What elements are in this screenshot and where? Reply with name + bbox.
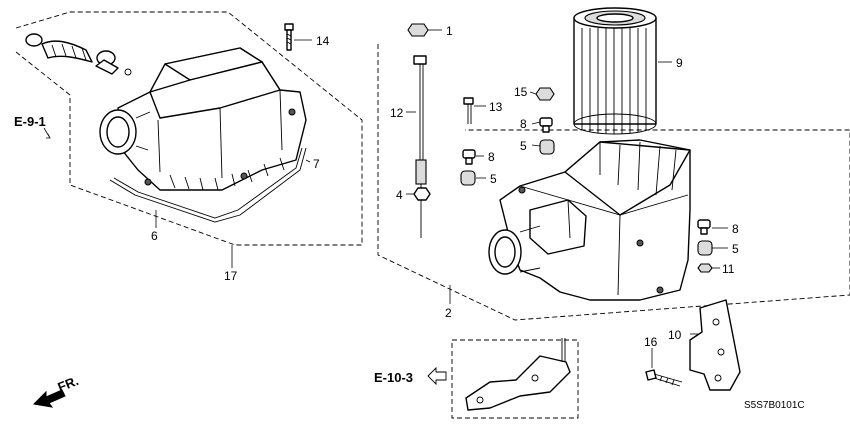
housing-seal[interactable] bbox=[109, 108, 307, 223]
callout-4: 4 bbox=[396, 188, 403, 202]
grommet-8-right[interactable] bbox=[697, 219, 711, 235]
callout-16: 16 bbox=[644, 335, 658, 349]
reference-e-9-1[interactable]: E-9-1 bbox=[14, 114, 46, 129]
callout-12: 12 bbox=[390, 106, 404, 120]
left-leaders bbox=[155, 39, 312, 268]
sub-bracket[interactable] bbox=[465, 338, 571, 411]
front-direction-arrow bbox=[32, 389, 66, 408]
callout-15: 15 bbox=[514, 85, 528, 99]
lower-housing[interactable] bbox=[488, 139, 691, 301]
callout-8-right: 8 bbox=[732, 222, 739, 236]
callout-6: 6 bbox=[151, 229, 158, 243]
callout-13: 13 bbox=[489, 100, 503, 114]
left-group-boundary bbox=[15, 11, 363, 246]
callout-5-right: 5 bbox=[732, 242, 739, 256]
bolt-13[interactable] bbox=[463, 97, 474, 124]
callout-10: 10 bbox=[668, 328, 682, 342]
callout-8-upper: 8 bbox=[520, 117, 527, 131]
intake-hose[interactable] bbox=[25, 33, 132, 76]
clip-1[interactable] bbox=[407, 23, 429, 37]
air-filter-element[interactable] bbox=[573, 7, 657, 135]
nut-15[interactable] bbox=[535, 87, 555, 101]
bolt-16[interactable] bbox=[645, 369, 683, 387]
nut-11[interactable] bbox=[697, 263, 713, 273]
callout-5-upper: 5 bbox=[520, 139, 527, 153]
callout-2: 2 bbox=[445, 306, 452, 320]
callout-1: 1 bbox=[446, 24, 453, 38]
rod-12[interactable] bbox=[413, 55, 427, 238]
callout-11: 11 bbox=[722, 262, 735, 276]
callout-7: 7 bbox=[313, 157, 320, 171]
sub-bracket-boundary bbox=[451, 339, 579, 419]
bolt-14[interactable] bbox=[284, 23, 294, 51]
grommet-5-right[interactable] bbox=[697, 240, 713, 256]
reference-e-10-3-arrow bbox=[427, 366, 447, 386]
grommet-5-mid[interactable] bbox=[460, 170, 476, 186]
grommet-5-upper[interactable] bbox=[539, 139, 555, 155]
drawing-code: S5S7B0101C bbox=[744, 400, 805, 411]
bracket-10[interactable] bbox=[689, 299, 741, 391]
lower-group-boundary bbox=[377, 44, 850, 321]
reference-e-10-3[interactable]: E-10-3 bbox=[374, 370, 413, 385]
callout-8-mid: 8 bbox=[488, 150, 495, 164]
center-leaders bbox=[406, 29, 728, 368]
upper-housing[interactable] bbox=[99, 47, 307, 191]
callout-17: 17 bbox=[224, 269, 238, 283]
callout-5-mid: 5 bbox=[490, 172, 497, 186]
front-label: FR. bbox=[56, 373, 81, 395]
nut-4[interactable] bbox=[413, 187, 431, 201]
callout-9: 9 bbox=[676, 56, 683, 70]
grommet-8-mid[interactable] bbox=[462, 149, 476, 165]
reference-e-9-1-arrow bbox=[43, 127, 51, 139]
callout-14: 14 bbox=[316, 34, 330, 48]
